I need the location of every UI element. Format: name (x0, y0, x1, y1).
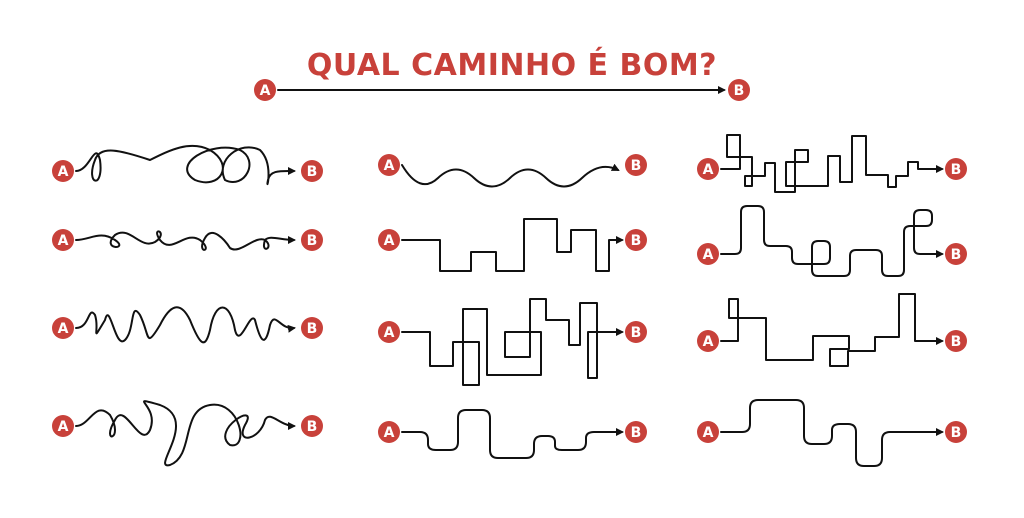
node-label: B (951, 334, 962, 350)
node-label: B (734, 83, 745, 99)
node-circle (697, 243, 719, 265)
node-circle (378, 421, 400, 443)
node-label: A (384, 325, 395, 341)
node-circle (301, 229, 323, 251)
start-point-a: A (52, 317, 74, 339)
path-c1-r4 (75, 400, 296, 467)
end-point-b: B (301, 229, 323, 251)
path-c3-r3 (720, 293, 944, 367)
node-label: B (307, 419, 318, 435)
node-circle (301, 415, 323, 437)
end-point-b: B (625, 229, 647, 251)
node-circle (728, 79, 750, 101)
node-label: A (703, 334, 714, 350)
end-point-b: B (301, 415, 323, 437)
node-label: B (631, 233, 642, 249)
node-label: A (260, 83, 271, 99)
start-point-a: A (52, 229, 74, 251)
start-point-a: A (52, 160, 74, 182)
start-point-a: A (697, 330, 719, 352)
path-c3-r2 (720, 205, 944, 277)
node-circle (52, 415, 74, 437)
start-point-a: A (254, 79, 276, 101)
node-circle (945, 421, 967, 443)
start-point-a: A (378, 154, 400, 176)
start-point-a: A (697, 421, 719, 443)
node-circle (301, 160, 323, 182)
end-point-b: B (301, 160, 323, 182)
node-circle (625, 229, 647, 251)
start-point-a: A (378, 421, 400, 443)
path-c1-r2 (75, 230, 296, 251)
node-circle (378, 154, 400, 176)
node-label: A (384, 233, 395, 249)
start-point-a: A (697, 243, 719, 265)
path-c2-r2 (401, 218, 624, 272)
path-c1-r3 (75, 306, 296, 344)
end-point-b: B (945, 243, 967, 265)
node-circle (945, 330, 967, 352)
node-circle (697, 330, 719, 352)
node-label: A (703, 247, 714, 263)
end-point-b: B (945, 330, 967, 352)
page-title: QUAL CAMINHO É BOM? (306, 48, 718, 83)
node-label: B (307, 164, 318, 180)
node-circle (378, 321, 400, 343)
node-label: A (703, 425, 714, 441)
node-label: B (951, 247, 962, 263)
node-label: A (703, 162, 714, 178)
node-label: A (384, 425, 395, 441)
node-circle (52, 229, 74, 251)
node-label: B (631, 158, 642, 174)
node-circle (625, 421, 647, 443)
node-circle (625, 154, 647, 176)
node-circle (945, 243, 967, 265)
node-label: A (58, 233, 69, 249)
node-label: B (631, 325, 642, 341)
end-point-b: B (945, 158, 967, 180)
node-label: B (307, 321, 318, 337)
node-label: B (951, 162, 962, 178)
end-point-b: B (625, 154, 647, 176)
end-point-b: B (728, 79, 750, 101)
end-point-b: B (625, 321, 647, 343)
path-c2-r1 (401, 163, 620, 188)
path-c3-r4 (720, 399, 944, 467)
path-c3-r1 (720, 134, 944, 193)
node-circle (301, 317, 323, 339)
node-circle (625, 321, 647, 343)
node-label: B (631, 425, 642, 441)
start-point-a: A (378, 321, 400, 343)
node-circle (945, 158, 967, 180)
node-label: A (58, 321, 69, 337)
node-circle (697, 421, 719, 443)
path-c1-r1 (75, 144, 296, 185)
start-point-a: A (378, 229, 400, 251)
start-point-a: A (52, 415, 74, 437)
node-label: B (951, 425, 962, 441)
end-point-b: B (945, 421, 967, 443)
node-label: A (384, 158, 395, 174)
node-circle (254, 79, 276, 101)
path-c2-r3 (401, 298, 624, 386)
node-circle (378, 229, 400, 251)
node-circle (52, 317, 74, 339)
node-label: A (58, 164, 69, 180)
node-circle (697, 158, 719, 180)
node-circle (52, 160, 74, 182)
end-point-b: B (301, 317, 323, 339)
end-point-b: B (625, 421, 647, 443)
node-label: B (307, 233, 318, 249)
path-c2-r4 (401, 409, 624, 459)
node-label: A (58, 419, 69, 435)
start-point-a: A (697, 158, 719, 180)
